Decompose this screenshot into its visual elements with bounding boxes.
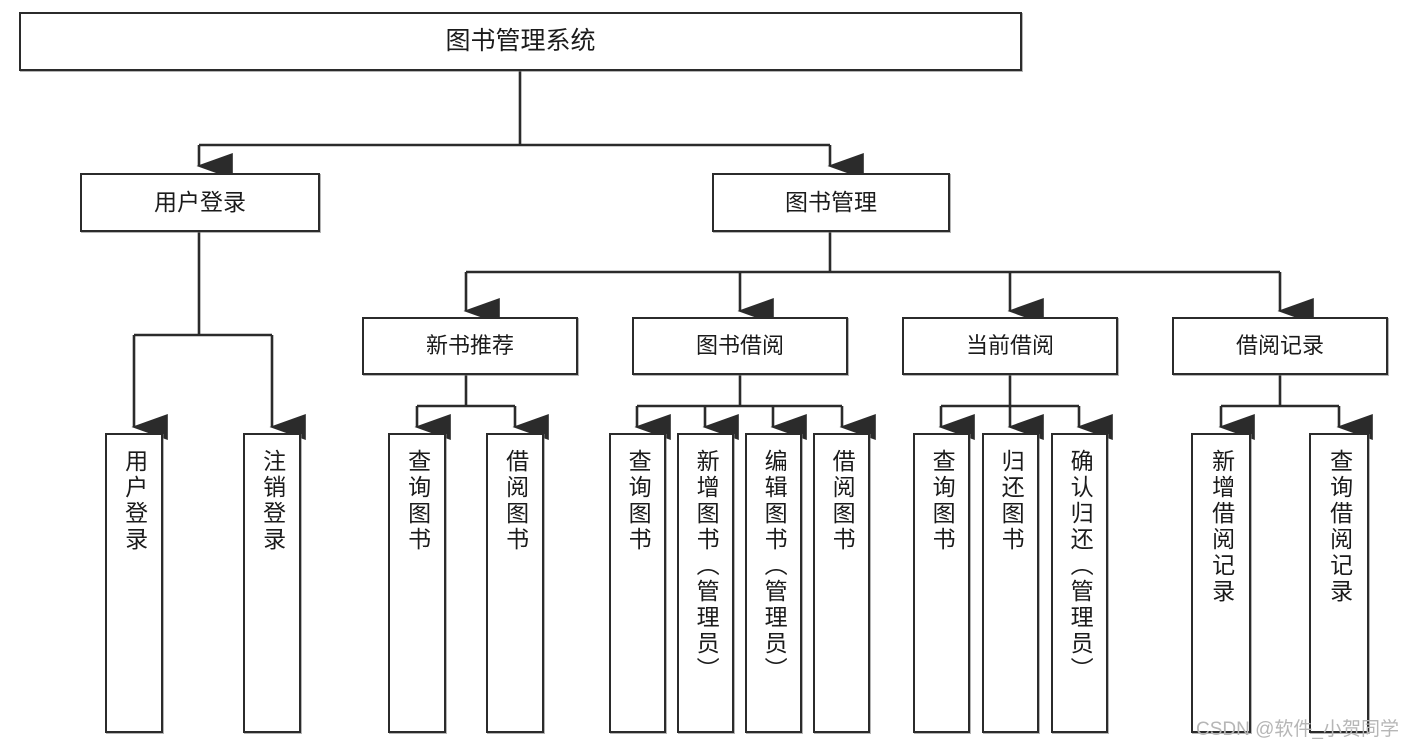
- node-label: 查询图书: [625, 449, 652, 553]
- node-label: 图书管理: [785, 188, 877, 215]
- node-label: 用户登录: [154, 188, 246, 215]
- leaf-borrow-query-book[interactable]: 查询图书: [609, 433, 666, 733]
- node-label: 借阅图书: [829, 449, 856, 553]
- node-current-borrowing[interactable]: 当前借阅: [902, 317, 1118, 375]
- node-label: 查询借阅记录: [1326, 449, 1353, 605]
- node-label: 新增图书（管理员）: [693, 449, 720, 683]
- leaf-current-query-book[interactable]: 查询图书: [913, 433, 970, 733]
- node-label: 借阅记录: [1235, 333, 1324, 359]
- leaf-new-book-query[interactable]: 查询图书: [388, 433, 446, 733]
- node-label: 当前借阅: [965, 333, 1054, 359]
- node-label: 新书推荐: [425, 333, 514, 359]
- leaf-new-book-borrow[interactable]: 借阅图书: [486, 433, 544, 733]
- node-label: 借阅图书: [502, 449, 529, 553]
- leaf-borrow-add-book-admin[interactable]: 新增图书（管理员）: [677, 433, 734, 733]
- node-label: 图书管理系统: [445, 26, 596, 55]
- node-label: 新增借阅记录: [1208, 449, 1235, 605]
- leaf-borrow-borrow-book[interactable]: 借阅图书: [813, 433, 870, 733]
- leaf-record-add-record[interactable]: 新增借阅记录: [1191, 433, 1251, 733]
- node-label: 查询图书: [929, 449, 956, 553]
- node-label: 图书借阅: [695, 333, 784, 359]
- leaf-user-login-login[interactable]: 用户登录: [105, 433, 163, 733]
- node-label: 确认归还（管理员）: [1067, 449, 1094, 683]
- node-label: 查询图书: [404, 449, 431, 553]
- node-book-management-system[interactable]: 图书管理系统: [19, 12, 1022, 71]
- node-user-login[interactable]: 用户登录: [80, 173, 320, 232]
- node-label: 归还图书: [998, 449, 1025, 553]
- node-label: 注销登录: [259, 449, 286, 553]
- node-borrowing-record[interactable]: 借阅记录: [1172, 317, 1388, 375]
- node-new-book-recommendation[interactable]: 新书推荐: [362, 317, 578, 375]
- node-label: 编辑图书（管理员）: [761, 449, 788, 683]
- leaf-current-confirm-return-admin[interactable]: 确认归还（管理员）: [1051, 433, 1108, 733]
- leaf-user-login-logout[interactable]: 注销登录: [243, 433, 301, 733]
- leaf-record-query-record[interactable]: 查询借阅记录: [1309, 433, 1369, 733]
- leaf-borrow-edit-book-admin[interactable]: 编辑图书（管理员）: [745, 433, 802, 733]
- node-book-management[interactable]: 图书管理: [712, 173, 950, 232]
- node-book-borrowing[interactable]: 图书借阅: [632, 317, 848, 375]
- leaf-current-return-book[interactable]: 归还图书: [982, 433, 1039, 733]
- node-label: 用户登录: [121, 449, 148, 553]
